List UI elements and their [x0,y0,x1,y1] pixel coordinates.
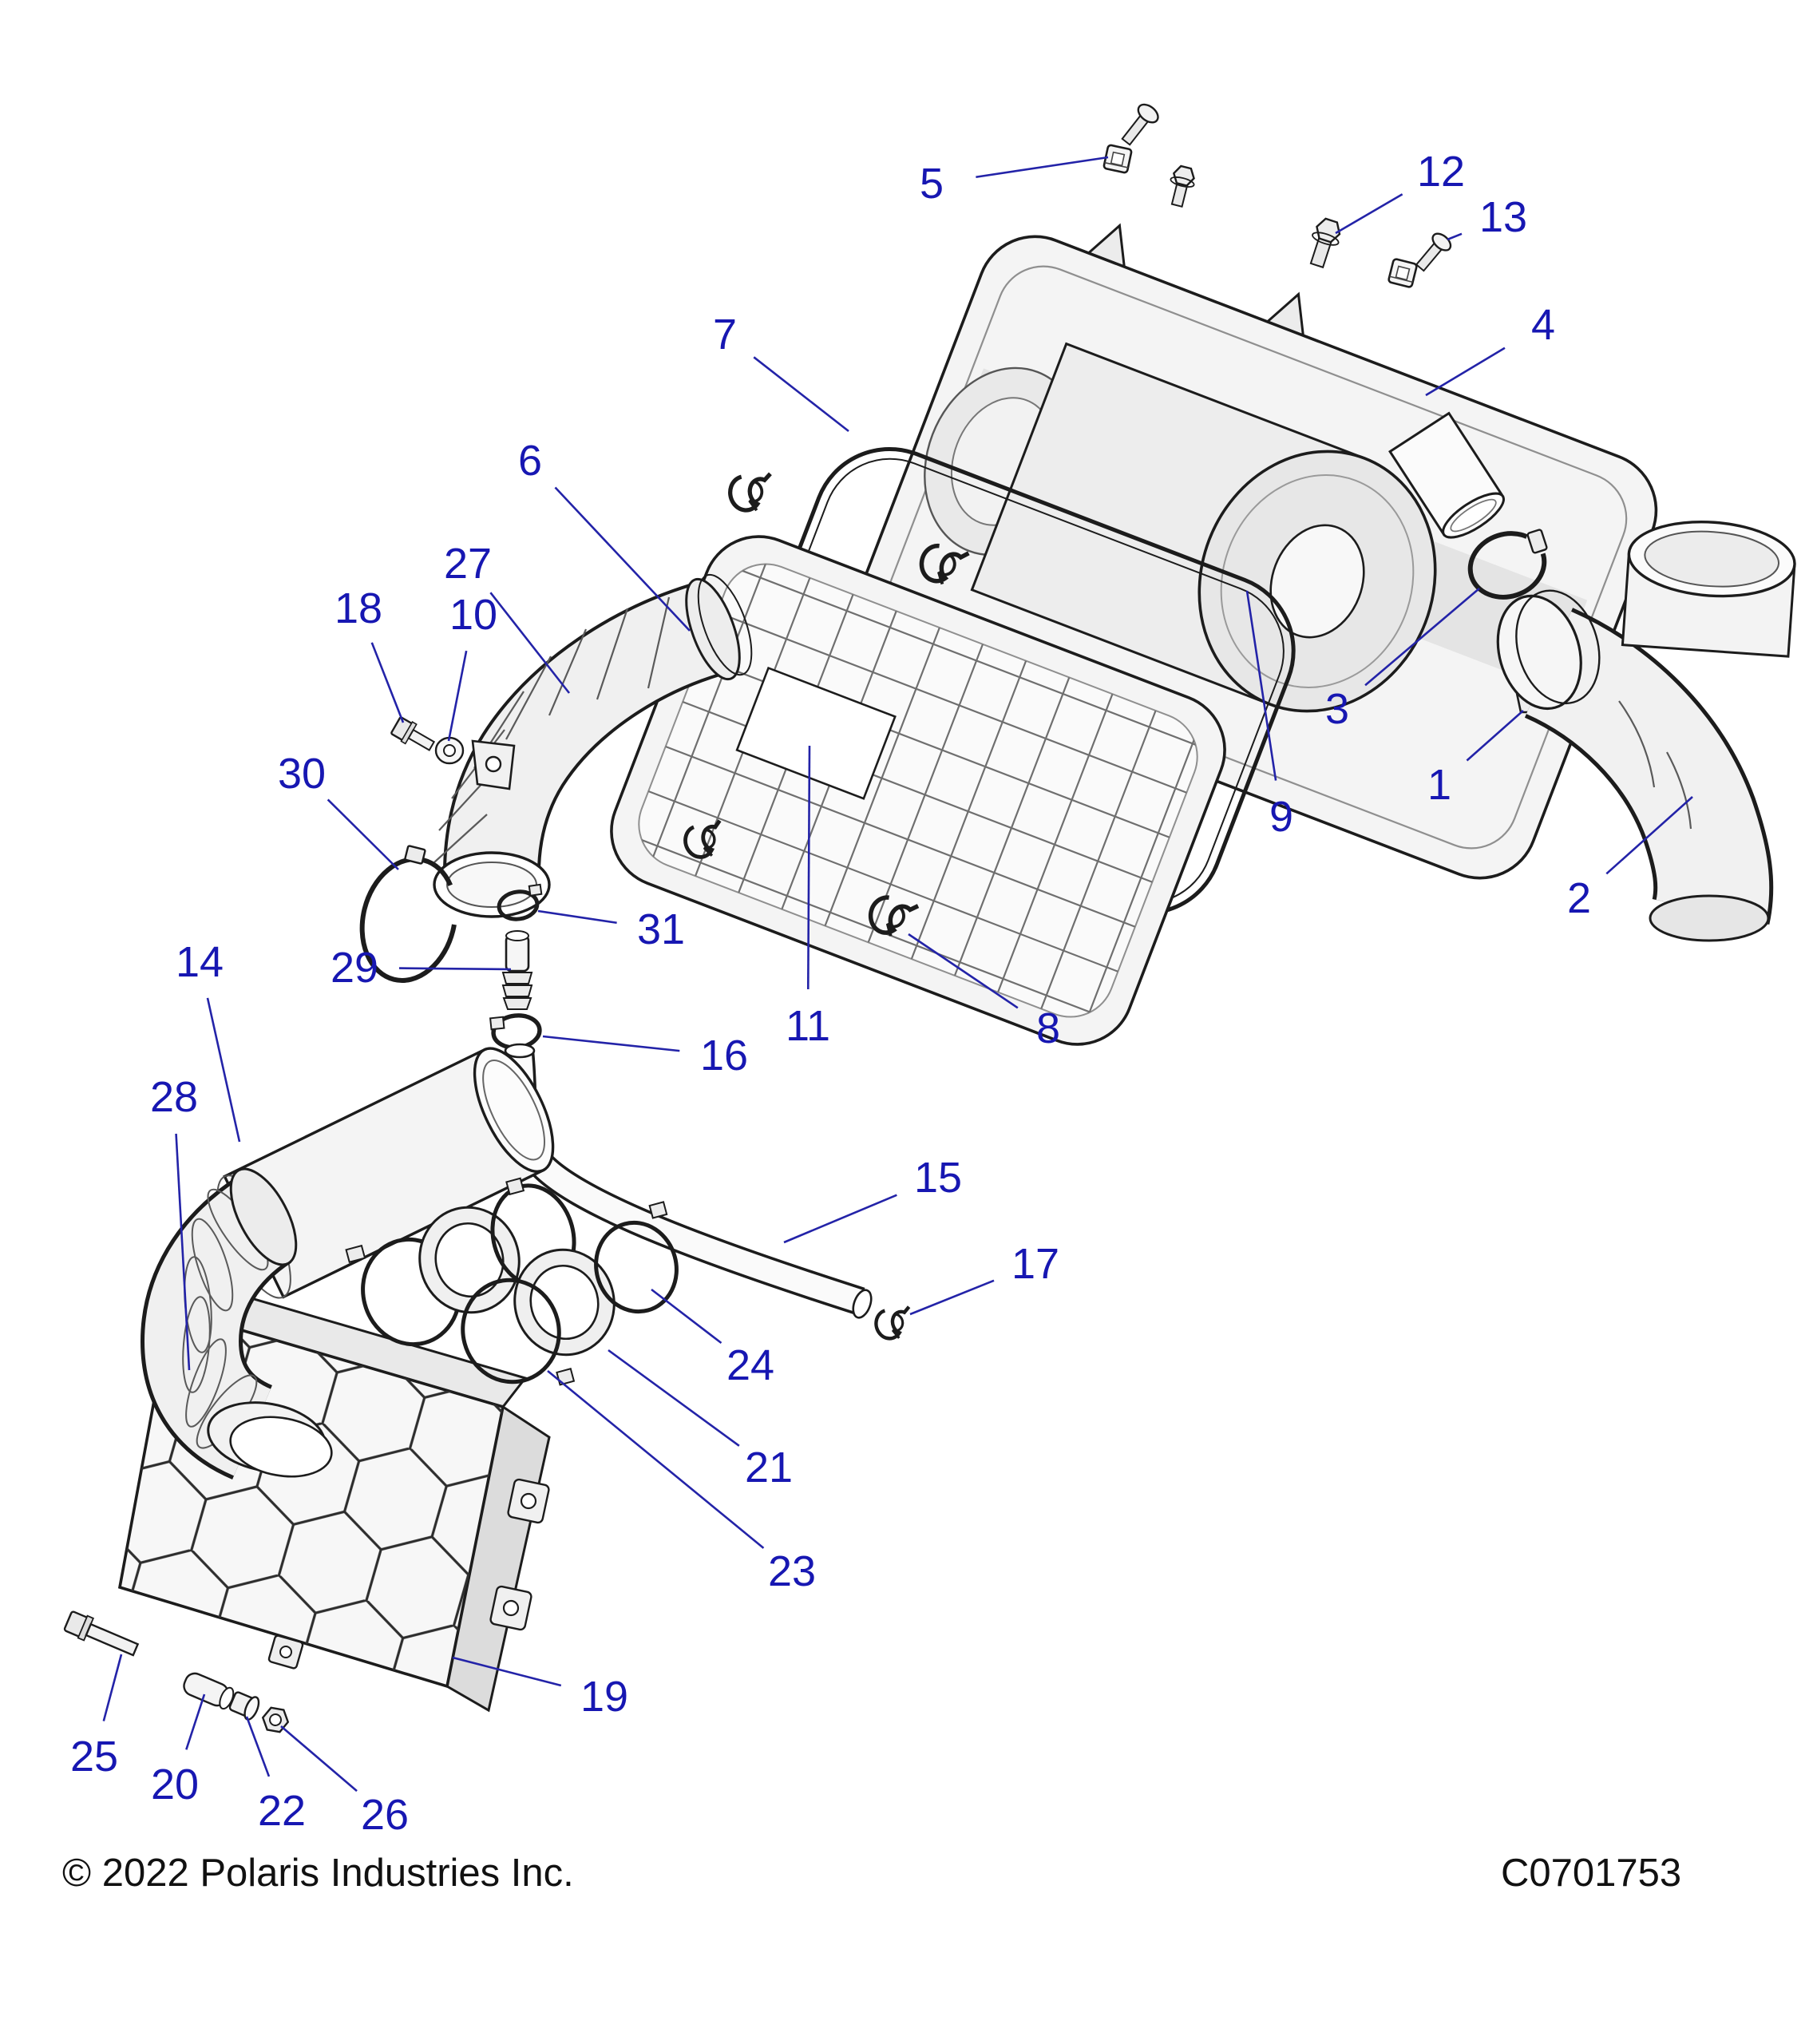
part-bolt-18-drawing [390,716,436,751]
callout-label-13: 13 [1479,193,1527,241]
callout-leader-28 [175,1133,191,1371]
part-clamp-31-drawing [497,883,543,921]
callout-label-12: 12 [1417,148,1465,196]
callout-leader-2 [1605,796,1693,875]
part-airbox-cover-drawing [610,535,1226,1046]
callout-label-30: 30 [278,750,326,798]
callout-label-28: 28 [150,1073,198,1121]
cover-label-plate [735,666,897,800]
callout-label-17: 17 [1011,1240,1059,1288]
callout-leader-18 [370,642,405,723]
part-screw-13-drawing [1415,232,1452,272]
callout-label-18: 18 [335,584,382,632]
callout-leader-8 [908,933,1019,1009]
callout-leader-12 [1335,193,1403,235]
part-intake-tube-drawing [216,1047,555,1299]
callout-leader-5 [976,156,1109,179]
callout-leader-17 [909,1279,995,1316]
part-coupler-clamp-cluster-drawing [345,1177,679,1386]
part-spacer-20-drawing [183,1672,235,1710]
drawing-number: C0701753 [1501,1852,1681,1895]
callout-label-25: 25 [70,1733,118,1781]
callout-label-23: 23 [768,1547,816,1595]
callout-leader-3 [1364,588,1480,687]
callout-label-24: 24 [726,1341,774,1389]
callout-label-27: 27 [444,540,492,588]
callout-leader-24 [651,1288,722,1345]
callout-label-4: 4 [1531,301,1555,349]
callout-leader-15 [783,1194,897,1244]
callout-label-26: 26 [361,1791,409,1839]
part-clamp-16-drawing [489,1013,542,1050]
callout-leader-6 [554,486,691,632]
callout-label-1: 1 [1427,761,1451,809]
callout-label-8: 8 [1036,1004,1060,1052]
callout-label-15: 15 [914,1154,962,1202]
part-nut-clip-13-drawing [1387,257,1419,289]
part-bolt-25-drawing [63,1610,140,1657]
callout-leader-20 [185,1693,206,1750]
part-bolt-12-drawing [1309,217,1341,269]
callout-label-22: 22 [258,1787,306,1835]
copyright-text: © 2022 Polaris Industries Inc. [62,1852,574,1895]
callout-leader-26 [280,1725,358,1792]
callout-leader-23 [547,1369,765,1549]
callout-label-5: 5 [920,160,944,208]
part-clamp-30-drawing [359,845,458,983]
fastener-screw-icon [1121,103,1159,146]
callout-leader-22 [245,1716,271,1777]
callout-label-2: 2 [1567,874,1591,922]
callout-leader-14 [206,997,241,1143]
callout-layer: 1234567891011121314151617181920212223242… [70,148,1693,1839]
callout-label-7: 7 [713,311,737,358]
callout-leader-9 [1245,590,1277,781]
callout-label-14: 14 [176,938,224,986]
callout-leader-7 [753,356,849,433]
part-outlet-elbow-drawing [1496,520,1796,942]
duct-mount-bracket [471,739,516,790]
callout-leader-11 [806,745,811,990]
part-bellows-elbow-drawing [140,1167,333,1480]
callout-leader-19 [452,1656,562,1687]
part-nut-clip-5-drawing [1102,143,1134,175]
housing-outlet-stub-drawing [1388,411,1505,539]
callout-leader-31 [537,909,617,925]
part-washer-10-drawing [434,736,465,765]
callout-leader-4 [1425,347,1506,397]
callout-leader-1 [1466,710,1524,762]
callout-leader-30 [327,798,399,870]
callout-label-21: 21 [745,1444,793,1491]
part-hose-clip-drawing [873,1305,916,1343]
callout-leader-13 [1447,232,1463,241]
callout-label-3: 3 [1325,685,1349,733]
callout-leader-21 [608,1349,740,1447]
retainer-clip-icon [727,471,778,515]
callout-label-16: 16 [700,1032,748,1079]
callout-label-31: 31 [637,905,685,953]
callout-label-6: 6 [518,437,542,485]
part-drain-fitting-drawing [501,930,533,1010]
part-air-filter-drawing [970,342,1437,713]
callout-leader-27 [489,592,571,694]
part-intake-duct-drawing [433,573,753,918]
callout-label-29: 29 [331,944,378,992]
callout-label-11: 11 [786,1002,830,1050]
callout-leader-10 [447,650,468,742]
callout-label-20: 20 [151,1761,199,1808]
part-clamp-3-drawing [1467,529,1548,600]
callout-leader-25 [102,1654,123,1721]
callout-label-19: 19 [580,1673,628,1721]
callout-label-9: 9 [1269,793,1293,841]
fastener-bolt-icon [1170,164,1195,208]
callout-leader-16 [542,1035,680,1052]
callout-label-10: 10 [449,591,497,639]
